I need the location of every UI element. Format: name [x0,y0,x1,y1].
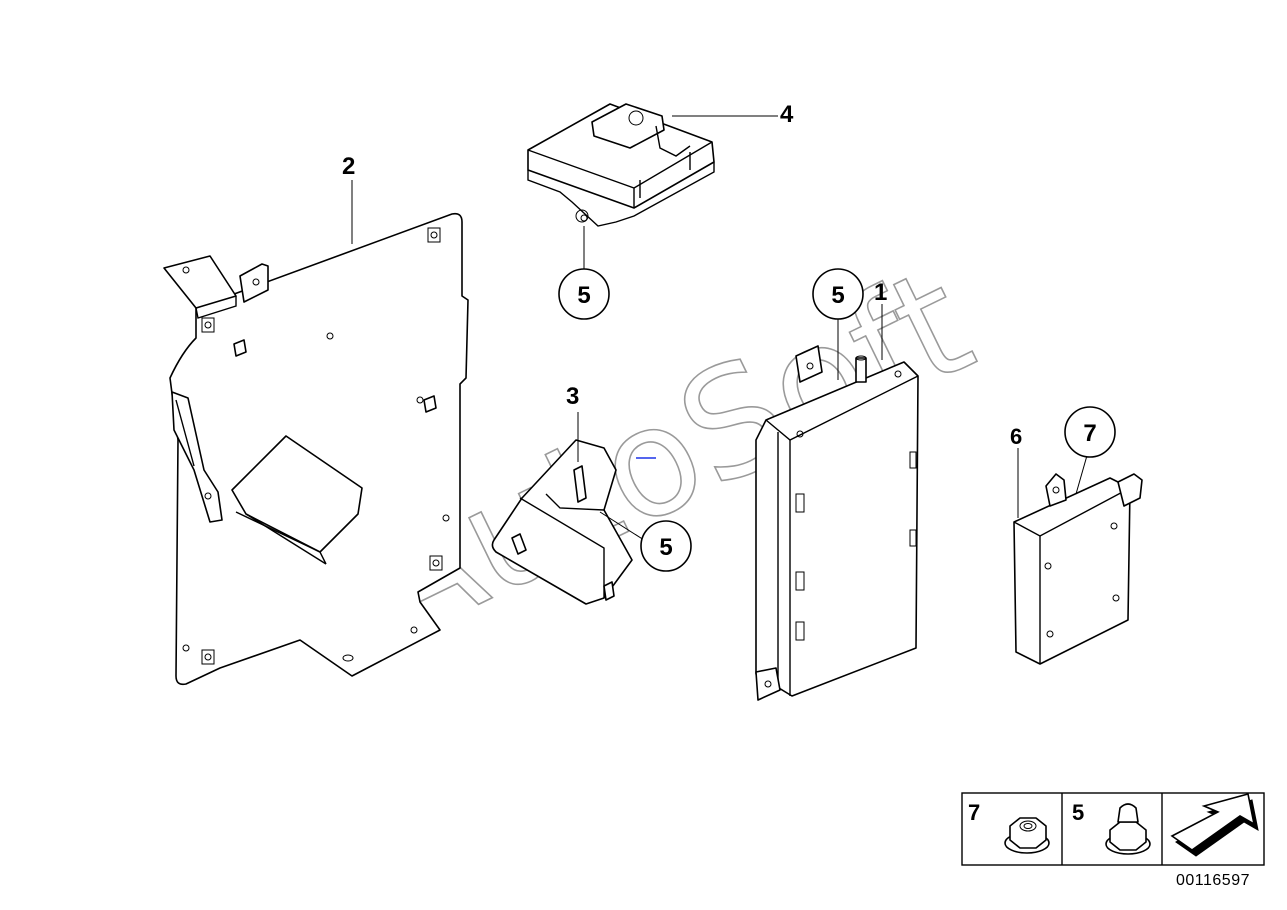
callout-5-bracket: 5 [640,520,692,572]
part-small-bracket [491,412,656,605]
hex-nut-icon [1004,817,1050,854]
svg-text:5: 5 [577,282,590,309]
callout-5-top: 5 [558,268,610,320]
callouts: 2 4 3 1 6 5 5 5 7 [342,101,1116,572]
svg-text:5: 5 [1072,800,1084,825]
callout-5-unit: 5 [812,268,864,320]
svg-text:7: 7 [968,800,980,825]
callout-2: 2 [342,153,355,180]
svg-text:5: 5 [831,282,844,309]
part-control-unit [755,304,919,701]
drawing-number: 00116597 [1176,872,1250,889]
legend-nut: 7 [968,800,1050,854]
callout-1: 1 [874,279,887,306]
svg-text:7: 7 [1083,420,1096,447]
svg-text:5: 5 [659,534,672,561]
part-bracket-plate [163,212,469,686]
part-amplifier [1013,448,1143,665]
callout-6: 6 [1010,424,1022,449]
legend-cap-nut: 5 [1072,800,1151,855]
fastener-legend: 7 5 [961,792,1265,866]
arrow-right-icon[interactable] [1170,793,1259,857]
part-module-4 [527,103,778,270]
cap-nut-icon [1105,803,1151,855]
callout-4: 4 [780,101,794,128]
callout-7-amplifier: 7 [1064,406,1116,458]
callout-3: 3 [566,383,579,410]
